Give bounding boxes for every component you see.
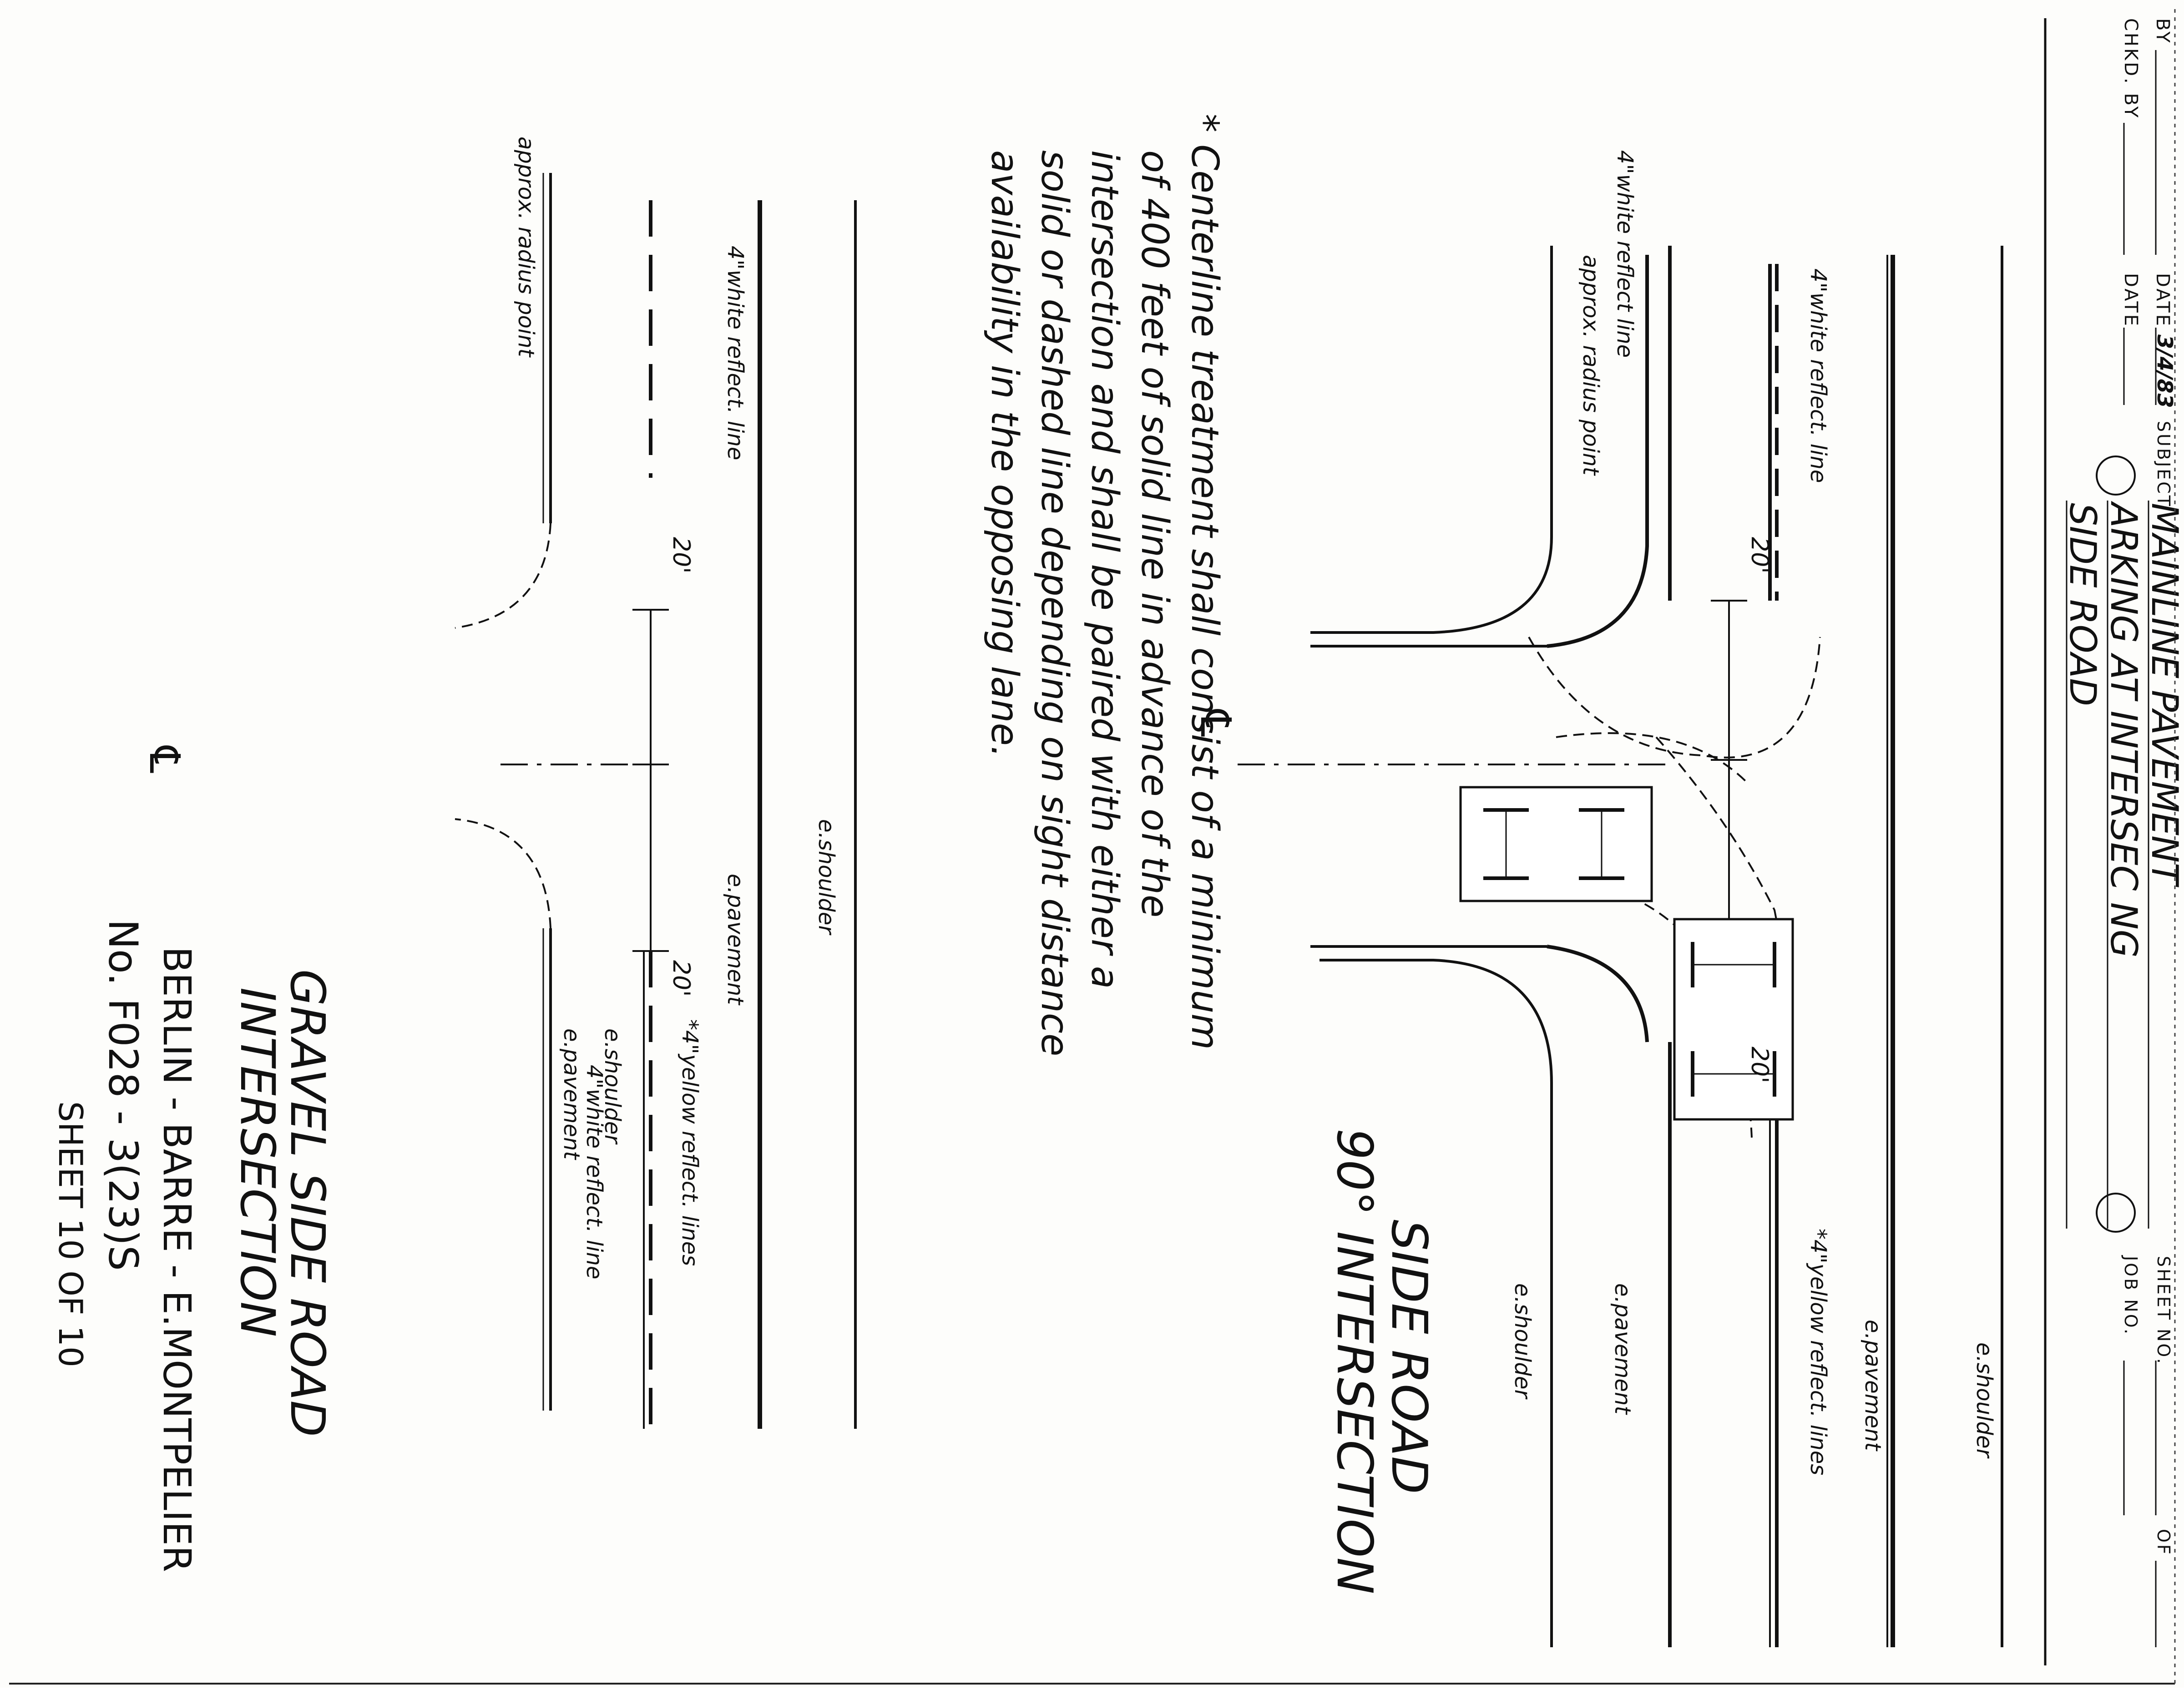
chkd-by-label: CHKD. BY bbox=[2120, 18, 2141, 119]
centerline-note: * Centerline treatment shall consist of … bbox=[983, 114, 1226, 1056]
project-line3: SHEET 10 OF 10 bbox=[51, 1101, 90, 1367]
turning-path-4 bbox=[1556, 732, 1748, 784]
subject-line2: ARKING AT INTERSEC NG bbox=[2103, 501, 2145, 958]
g-return-right bbox=[455, 818, 551, 929]
of-label: OF bbox=[2154, 1529, 2174, 1556]
side-road-edge-right bbox=[1320, 959, 1553, 1647]
g-e-pavement-top-label: e.pavement bbox=[723, 874, 748, 1006]
g-dim-right-label: 20' bbox=[667, 960, 695, 997]
white-line-outer-label: 4"white reflect line bbox=[1612, 150, 1638, 358]
side-road-90-diagram bbox=[1228, 246, 2003, 1647]
vehicle-side-road bbox=[1459, 786, 1653, 902]
gravel-title-line2: INTERSECTION bbox=[230, 987, 285, 1337]
centerline-symbol-top: ℄ bbox=[1191, 709, 1240, 737]
dim-right-label: 20' bbox=[1746, 1047, 1773, 1083]
side-road-90-title-line1: SIDE ROAD bbox=[1380, 1219, 1437, 1494]
note-line4: solid or dashed line depending on sight … bbox=[1033, 150, 1076, 1056]
g-e-shoulder-bottom-label: e.shoulder bbox=[600, 1028, 625, 1145]
title-block: BY DATE 3/4/83 CHKD. BY DATE SUBJECT MAI… bbox=[2044, 18, 2184, 1665]
e-shoulder-top-label: e.shoulder bbox=[1972, 1342, 1997, 1459]
g-yellow-lines-label: *4"yellow reflect. lines bbox=[677, 1019, 703, 1266]
date2-label: DATE bbox=[2120, 273, 2141, 328]
note-line5: availability in the opposing lane. bbox=[983, 150, 1026, 758]
gravel-side-road-labels: e.shoulder e.pavement *4"yellow reflect.… bbox=[513, 137, 839, 1279]
radius-curve-right bbox=[1547, 945, 1649, 1042]
date-value: 3/4/83 bbox=[2153, 334, 2177, 408]
turning-path-1 bbox=[1528, 637, 1821, 759]
subject-label: SUBJECT bbox=[2154, 421, 2174, 508]
yellow-lines-label: *4"yellow reflect. lines bbox=[1805, 1229, 1831, 1475]
side-road-90-title-line2: 90° INTERSECTION bbox=[1326, 1128, 1383, 1594]
sheet-no-label: SHEET NO. bbox=[2154, 1256, 2174, 1366]
project-line2: No. F028 - 3(23)S bbox=[100, 919, 147, 1271]
e-pavement-bottom-label: e.pavement bbox=[1610, 1283, 1635, 1415]
side-road-edge-left bbox=[1320, 246, 1553, 634]
g-radius-label: approx. radius point bbox=[513, 137, 539, 358]
gravel-title-line1: GRAVEL SIDE ROAD bbox=[280, 969, 335, 1437]
dim-left-label: 20' bbox=[1746, 537, 1773, 573]
white-line-label: 4"white reflect. line bbox=[1805, 268, 1831, 483]
note-line1: * Centerline treatment shall consist of … bbox=[1183, 114, 1226, 1050]
job-no-label: JOB NO. bbox=[2121, 1255, 2141, 1336]
g-white-line-left-label: 4"white reflect. line bbox=[723, 246, 748, 460]
subject-line1: MAINLINE PAVEMENT bbox=[2144, 503, 2184, 888]
radius-curve-left bbox=[1547, 255, 1649, 648]
project-line1: BERLIN - BARRE - E.MONTPELIER bbox=[155, 946, 199, 1572]
g-white-line-right-label: 4"white reflect. line bbox=[581, 1065, 607, 1279]
subject-line3: SIDE ROAD bbox=[2062, 503, 2104, 706]
g-e-pavement-bottom-label: e.pavement bbox=[559, 1028, 584, 1160]
turning-path-2 bbox=[1655, 736, 1790, 1093]
e-shoulder-bottom-label: e.shoulder bbox=[1510, 1283, 1535, 1400]
side-road-90-labels: e.shoulder e.pavement *4"yellow reflect.… bbox=[1191, 150, 1997, 1594]
radius-label: approx. radius point bbox=[1578, 255, 1603, 476]
by-label: BY bbox=[2152, 18, 2173, 45]
note-line3: intersection and shall be paired with ei… bbox=[1083, 150, 1126, 989]
note-line2: of 400 feet of solid line in advance of … bbox=[1133, 150, 1176, 918]
g-return-left bbox=[455, 523, 551, 629]
centerline-symbol-bottom: ℄ bbox=[140, 745, 189, 773]
e-pavement-top-label: e.pavement bbox=[1860, 1320, 1886, 1452]
g-dim-left-label: 20' bbox=[667, 537, 695, 573]
date-label: DATE bbox=[2152, 273, 2173, 328]
g-e-shoulder-top-label: e.shoulder bbox=[814, 819, 839, 936]
vehicle-mainline bbox=[1673, 918, 1794, 1121]
gravel-side-road-diagram bbox=[455, 173, 857, 1429]
